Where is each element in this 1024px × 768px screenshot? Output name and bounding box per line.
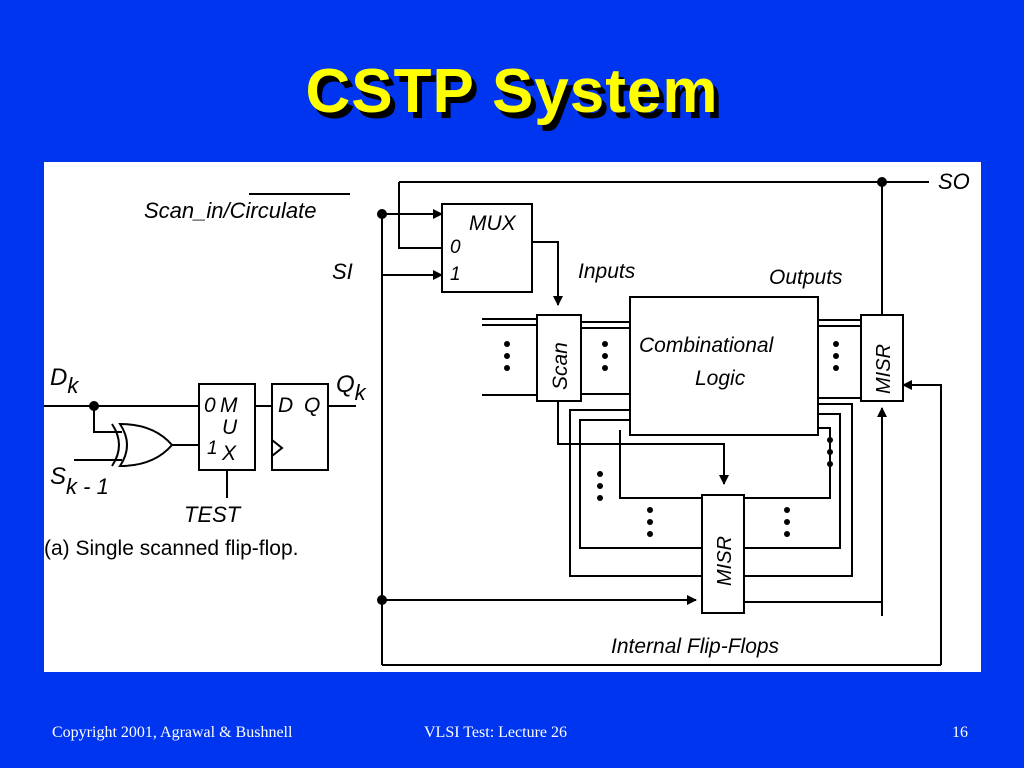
dot (597, 471, 603, 477)
ellipsis-dots (504, 341, 839, 537)
dot (833, 341, 839, 347)
ff-loop-2 (579, 419, 702, 549)
dot (597, 495, 603, 501)
title-area: CSTP System CSTP System (0, 56, 1024, 146)
scan-label: Scan (549, 342, 572, 390)
circulate-junction-dot (377, 209, 387, 219)
dot (504, 353, 510, 359)
scan-in-label: Scan_in/Circulate (144, 198, 316, 223)
internal-misr-label: MISR (714, 536, 736, 586)
inputs-label: Inputs (578, 260, 636, 283)
figure-caption: (a) Single scanned flip-flop. (44, 537, 298, 560)
xor-gate (118, 422, 174, 468)
ff-loop-3 (569, 409, 702, 577)
footer-page-number: 16 (952, 724, 968, 741)
mux-label: MUX (469, 212, 517, 235)
qk-label: Qk (336, 371, 367, 405)
dot (602, 365, 608, 371)
cstp-diagram: Scan_in/Circulate SI SO MUX 0 1 Inputs O… (44, 162, 981, 672)
dot (827, 461, 833, 467)
dot (647, 519, 653, 525)
internal-ff-label: Internal Flip-Flops (611, 635, 780, 658)
ff-d-label: D (278, 394, 293, 417)
dot (504, 341, 510, 347)
ff-loop-1 (619, 430, 702, 499)
dk-label: Dk (50, 364, 79, 398)
comb-logic-line1: Combinational (639, 334, 775, 357)
dot (602, 353, 608, 359)
dot (784, 507, 790, 513)
footer-course: VLSI Test: Lecture 26 (424, 724, 567, 741)
dot (784, 519, 790, 525)
dot (827, 437, 833, 443)
small-mux-u: U (222, 416, 238, 439)
clock-triangle (271, 439, 284, 457)
combinational-logic-box (629, 296, 819, 436)
dot (597, 483, 603, 489)
ff-loop-2b (744, 413, 841, 549)
dot (647, 507, 653, 513)
comb-logic-line2: Logic (695, 367, 746, 390)
test-label: TEST (184, 502, 242, 527)
dot (833, 353, 839, 359)
ff-q-label: Q (304, 394, 320, 417)
slide-title-shadow: CSTP System (310, 63, 724, 132)
footer-copyright: Copyright 2001, Agrawal & Bushnell (52, 724, 293, 741)
mux-to-scan-wire (532, 241, 563, 306)
scan-to-internal-misr-wire (557, 401, 729, 485)
dot (647, 531, 653, 537)
dot (833, 365, 839, 371)
so-label: SO (938, 169, 970, 194)
si-label: SI (332, 259, 353, 284)
internal-junction-dot (377, 595, 387, 605)
internal-misr-output-wire (744, 601, 883, 616)
dot (504, 365, 510, 371)
dk-to-xor-wire (93, 406, 122, 433)
feedback-to-misr-right (902, 380, 942, 665)
feedback-to-mux-wire (398, 182, 442, 249)
ff-loop-3b (744, 403, 853, 577)
sk-label: Sk - 1 (50, 463, 109, 499)
internal-misr-box (701, 494, 745, 614)
dot (602, 341, 608, 347)
small-mux-0: 0 (204, 394, 216, 417)
slide-title: CSTP System (305, 57, 719, 126)
small-mux-1: 1 (207, 438, 218, 459)
dot (827, 449, 833, 455)
output-misr-label: MISR (873, 344, 895, 394)
dot (784, 531, 790, 537)
outputs-label: Outputs (769, 266, 843, 289)
xor-back-curve (111, 423, 120, 467)
mux-input-1: 1 (450, 264, 461, 285)
small-mux-x: X (221, 442, 237, 465)
diagram-canvas: Scan_in/Circulate SI SO MUX 0 1 Inputs O… (44, 169, 970, 666)
mux-input-0: 0 (450, 237, 461, 258)
small-mux-m: M (220, 394, 238, 417)
flip-flop-box (271, 383, 329, 471)
ff-loop-1b (744, 427, 831, 499)
